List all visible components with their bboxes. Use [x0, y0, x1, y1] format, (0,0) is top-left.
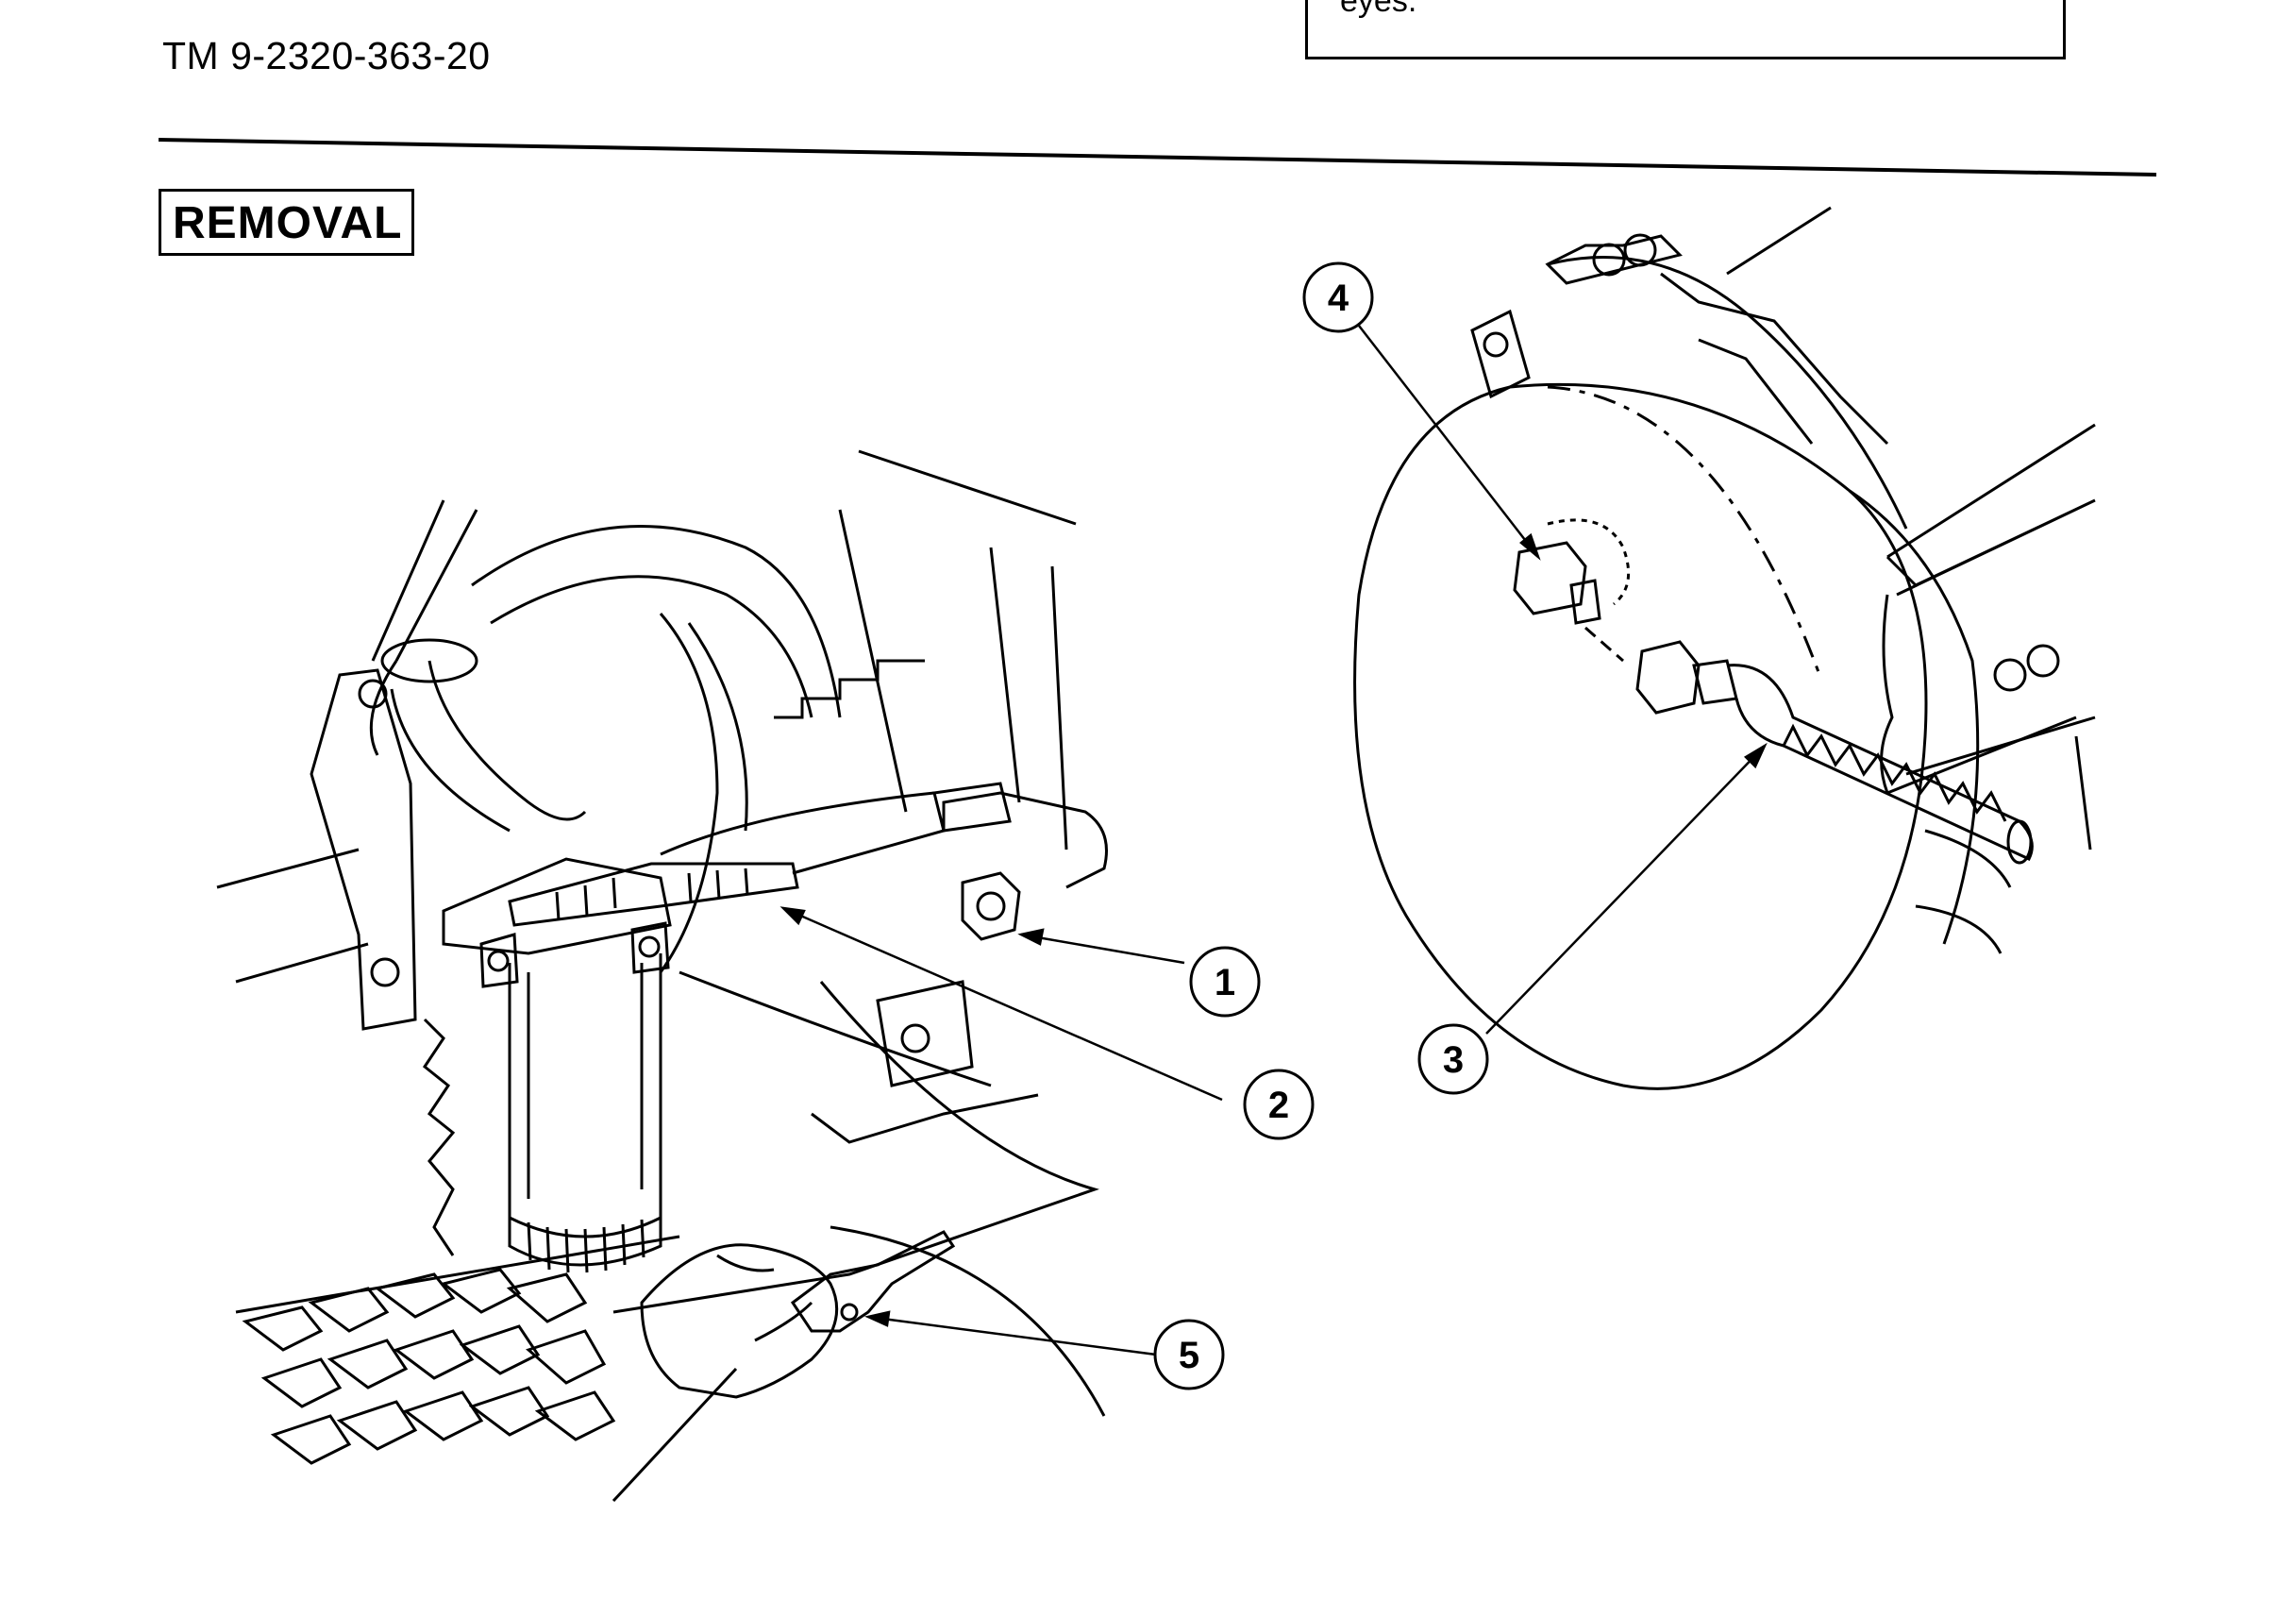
- section-label-removal: REMOVAL: [159, 189, 415, 256]
- leader-5-arrowhead: [864, 1310, 891, 1327]
- callout-1-label: 1: [1215, 962, 1235, 1003]
- leader-1: [1020, 933, 1185, 965]
- warning-text-fragment: eyes.: [1340, 0, 1417, 19]
- tm-number: TM 9-2320-363-20: [162, 34, 491, 77]
- warning-box: [1305, 0, 2066, 59]
- callout-5: 5: [1153, 1319, 1225, 1390]
- leader-3-arrowhead: [1743, 742, 1768, 769]
- callout-5-label: 5: [1179, 1335, 1199, 1376]
- callout-2: 2: [1243, 1069, 1315, 1140]
- callout-3-label: 3: [1443, 1039, 1464, 1081]
- callout-leaders: [779, 325, 1768, 1356]
- callout-2-label: 2: [1268, 1085, 1289, 1126]
- left-illustration-engine: [216, 449, 1108, 1503]
- leader-4-arrowhead: [1519, 532, 1541, 561]
- right-illustration-transmission: [1353, 206, 2096, 1090]
- callout-1: 1: [1189, 946, 1261, 1018]
- callout-4: 4: [1302, 261, 1374, 333]
- leader-1-arrowhead: [1017, 928, 1045, 946]
- header-rule: [158, 138, 2157, 177]
- leader-2: [782, 906, 1223, 1102]
- callout-3: 3: [1417, 1023, 1489, 1095]
- leader-3: [1485, 745, 1766, 1035]
- callout-4-label: 4: [1328, 278, 1349, 319]
- leader-4: [1358, 325, 1539, 558]
- leader-5: [867, 1315, 1157, 1356]
- leader-2-arrowhead: [779, 906, 806, 926]
